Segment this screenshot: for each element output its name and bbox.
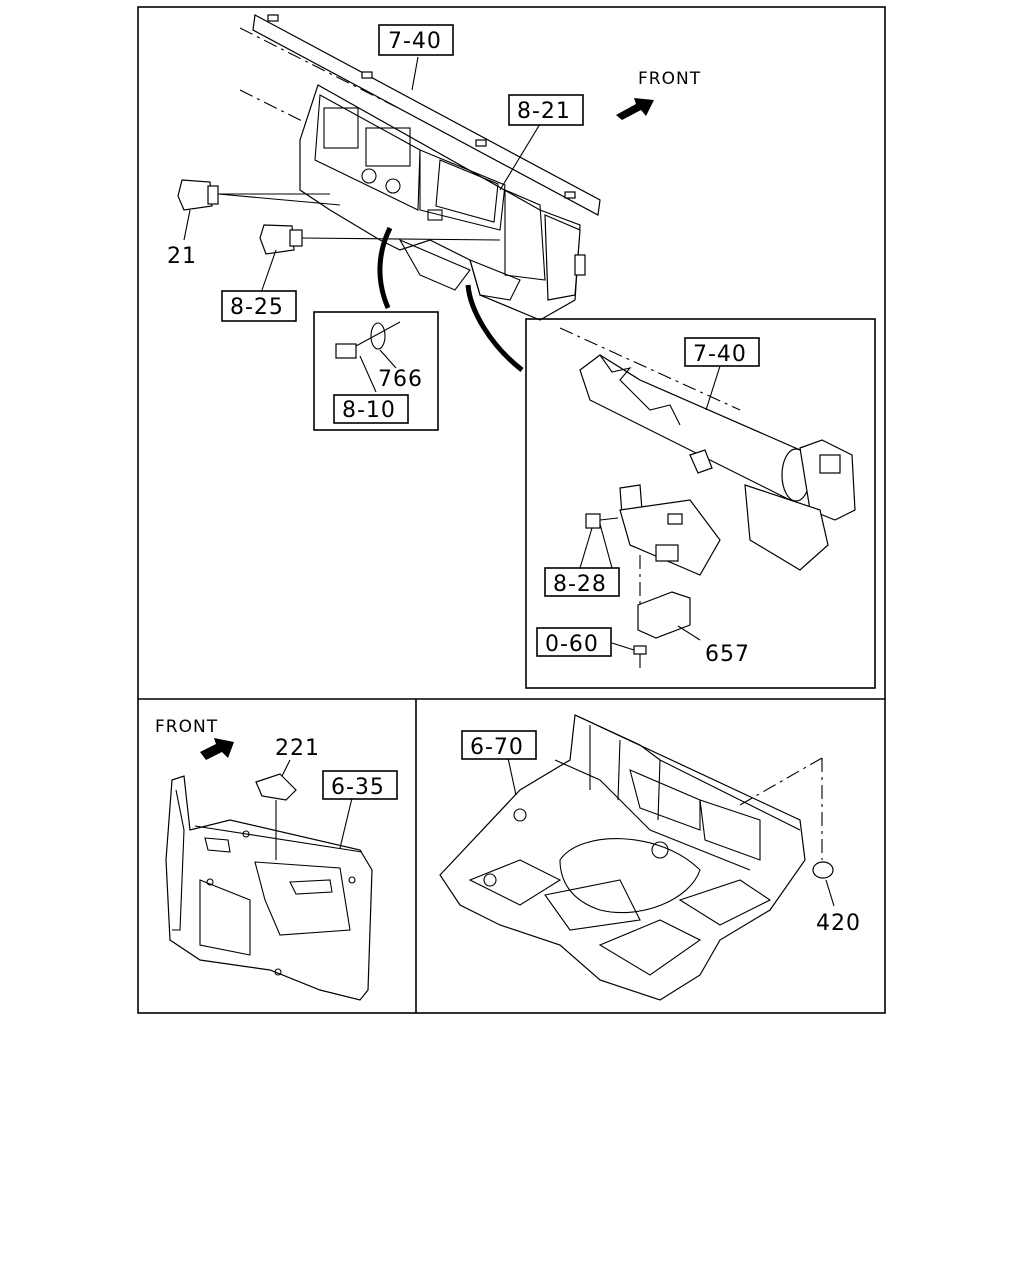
callout-box-6-70 [461,730,537,760]
door-trim-assembly [165,759,373,1001]
callout-grommet-part: 420 [816,911,861,936]
front-arrow-icon-bottom [200,738,234,760]
callout-module-part: 657 [705,642,750,667]
callout-box-8-10 [333,394,409,424]
callout-switch-ref: 8-25 [230,295,284,320]
clip-detail [313,311,439,431]
front-arrow-icon [616,98,654,120]
callout-box-8-21 [508,94,584,126]
callout-box-7-40 [378,24,454,56]
callout-box-7-40-detail [684,337,760,367]
callout-box-8-28 [544,567,620,597]
callout-clip-part: 766 [378,367,423,392]
front-label-bottom: FRONT [155,717,218,737]
callout-instrument-panel-main: 7-40 [388,29,442,54]
diagram-frame [137,6,886,1014]
callout-clip-ref: 8-10 [342,398,396,423]
callout-cover-part: 221 [275,736,320,761]
cab-floor-assembly [439,714,835,1001]
callout-screw-ref: 0-60 [545,632,599,657]
callout-bracket-ref: 8-28 [553,572,607,597]
callout-box-0-60 [536,627,612,657]
dashboard-assembly [177,14,601,372]
front-label-top: FRONT [638,69,701,89]
callout-box-6-35 [322,770,398,800]
callout-cluster-ref: 8-21 [517,99,571,124]
callout-bracket-panel-ref: 7-40 [693,342,747,367]
bracket-detail [525,318,876,689]
callout-floor-ref: 6-70 [470,735,524,760]
callout-switch-part: 21 [167,244,197,269]
callout-trim-ref: 6-35 [331,775,385,800]
callout-box-8-25 [221,290,297,322]
